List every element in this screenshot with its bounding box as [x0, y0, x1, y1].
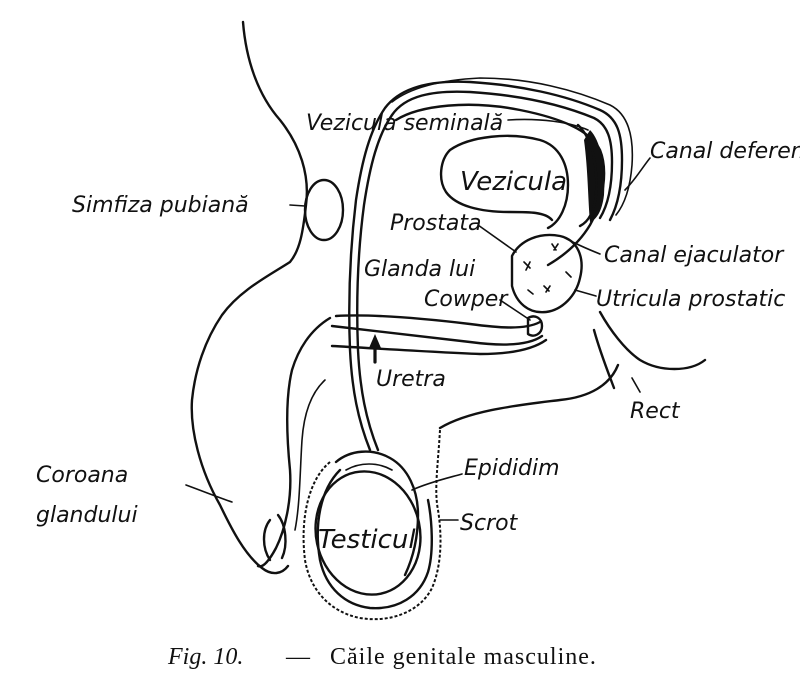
- cowper-gland[interactable]: [526, 315, 544, 337]
- label-testicul: Testicul: [318, 525, 416, 555]
- label-canal-deferent: Canal deferen: [650, 139, 800, 164]
- label-cowper: Cowper: [424, 287, 509, 312]
- urethra-bottom[interactable]: [330, 324, 544, 346]
- body-outline: [190, 20, 308, 575]
- penis-inner: [294, 379, 326, 531]
- caption-dash: —: [285, 644, 311, 670]
- caption-text: Căile genitale masculine.: [330, 644, 597, 670]
- caption-fig: Fig. 10.: [167, 644, 243, 670]
- label-epididim: Epididim: [464, 456, 560, 481]
- label-rect: Rect: [630, 399, 681, 424]
- label-glanda-lui: Glanda lui: [364, 257, 475, 282]
- label-uretra: Uretra: [376, 367, 446, 392]
- penis-outline: [256, 316, 332, 568]
- label-utricula-prostatica: Utricula prostatic: [596, 287, 785, 312]
- glans-detail: [262, 513, 287, 562]
- epididymis-inner: [345, 463, 393, 471]
- label-coroana: Coroana: [36, 463, 128, 488]
- prostate-branches: [523, 243, 572, 295]
- ductus-deferens-outer2: [391, 77, 634, 216]
- epididymis: [334, 450, 420, 577]
- urethra-lower-line: [330, 338, 548, 356]
- figure-caption: Fig. 10. — Căile genitale masculine.: [167, 644, 597, 670]
- seminal-vesicle-dark[interactable]: [584, 130, 605, 222]
- label-prostata: Prostata: [390, 211, 481, 236]
- scrotum-outline: [302, 429, 442, 621]
- rectum[interactable]: [598, 310, 707, 371]
- urethra-top[interactable]: [334, 314, 542, 329]
- scrotum-inner: [316, 468, 433, 610]
- label-simfiza-pubiana: Simfiza pubiană: [72, 193, 249, 218]
- label-vezicula-seminala: Vezicula seminală: [306, 111, 503, 136]
- label-glandului: glandului: [36, 503, 138, 528]
- seminal-vesicle-outline[interactable]: [576, 123, 598, 228]
- vezicula-sac[interactable]: [439, 134, 570, 230]
- label-scrot: Scrot: [460, 511, 519, 536]
- perineum-line: [438, 363, 620, 430]
- rectum-2: [592, 328, 616, 390]
- leader-lines: [185, 118, 651, 521]
- ductus-deferens-inner: [356, 90, 614, 452]
- prostate[interactable]: [510, 233, 583, 314]
- label-canal-ejaculator: Canal ejaculator: [604, 243, 785, 268]
- symphysis-pubis[interactable]: [303, 178, 345, 242]
- label-vezicula: Vezicula: [460, 167, 567, 197]
